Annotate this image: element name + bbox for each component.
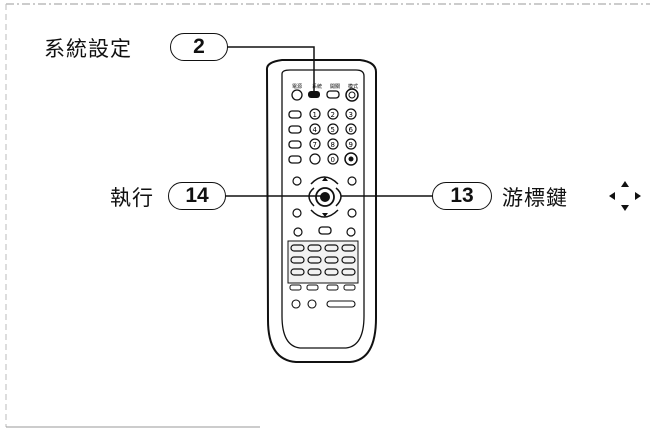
digit-6: 6 [349,126,354,134]
cursor-keys-label: 游標鍵 [502,186,568,210]
digit-7: 7 [313,141,317,149]
digit-8: 8 [331,141,335,149]
execute-label: 執行 [110,186,154,210]
four-way-arrow-icon [609,181,641,211]
remote-inner-edge [281,69,365,349]
svg-text:電源: 電源 [292,83,302,90]
system-settings-label: 系統設定 [44,37,132,61]
callout-badge-13: 13 [432,182,492,210]
digit-1: 1 [313,111,317,119]
svg-text:系統: 系統 [312,83,322,90]
svg-text:模式: 模式 [348,83,358,90]
remote-top-row: 電源 系統 開關 模式 [291,83,359,102]
digit-3: 3 [349,111,353,119]
svg-text:開關: 開關 [330,84,340,90]
digit-4: 4 [313,126,318,134]
remote-number-pad: 1 2 3 4 5 6 7 8 9 0 [288,108,358,166]
callout-badge-14: 14 [168,182,226,210]
digit-2: 2 [331,111,335,119]
digit-0: 0 [331,156,335,164]
remote-body [265,59,377,363]
digit-5: 5 [331,126,335,134]
callout-badge-2: 2 [170,33,228,61]
leader-line-2 [226,46,315,92]
remote-lower-buttons [287,240,359,309]
digit-9: 9 [349,141,353,149]
